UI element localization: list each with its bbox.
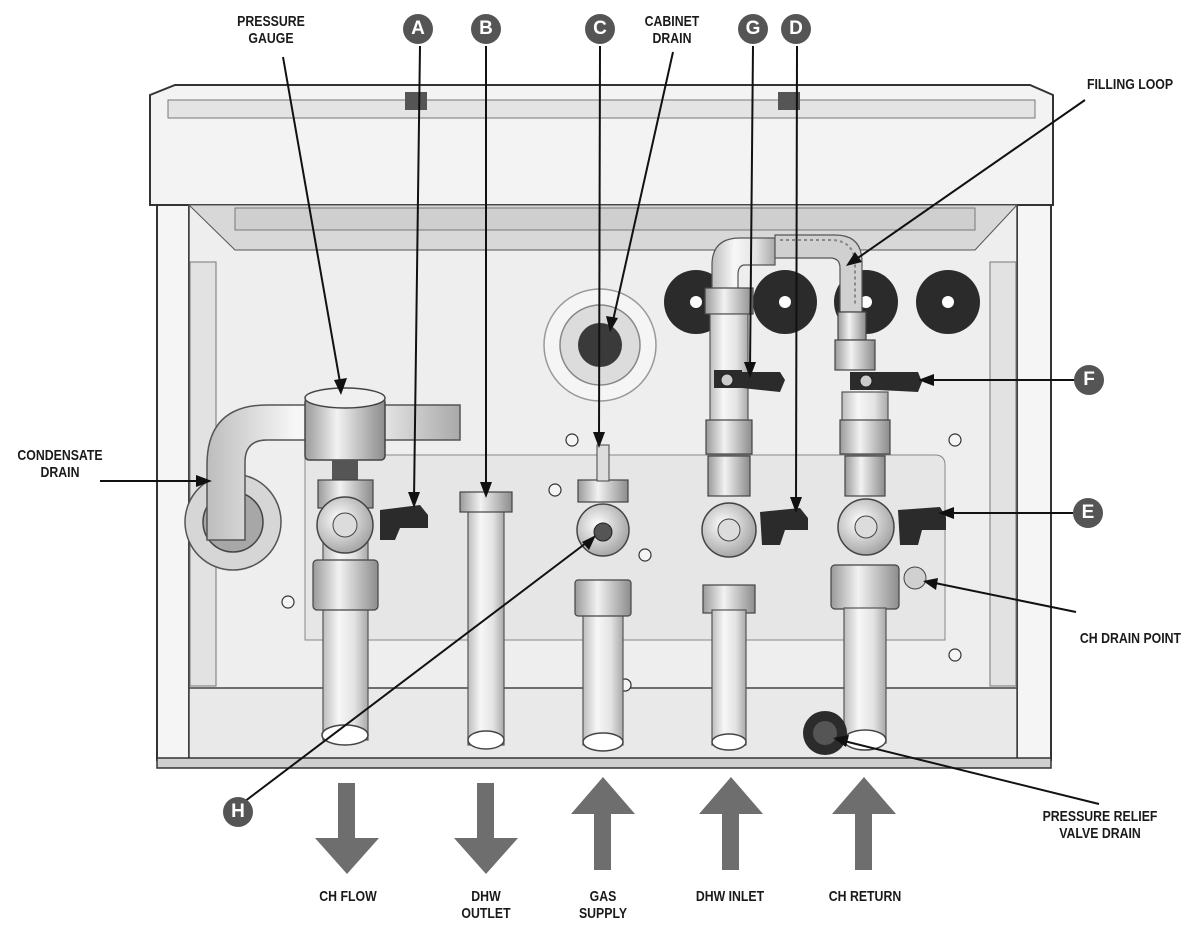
label-gas-supply: GAS SUPPLY (578, 888, 628, 922)
label-condensate-drain: CONDENSATE DRAIN (17, 447, 103, 481)
label-cabinet-drain: CABINET DRAIN (644, 13, 700, 47)
arrow-ch-flow (315, 783, 379, 874)
pipe-ch-return (830, 339, 946, 751)
pipe-dhw-outlet (459, 491, 513, 750)
arrow-dhw-outlet (454, 783, 518, 874)
label-ch-drain-point: CH DRAIN POINT (1079, 630, 1182, 647)
leader-lines (100, 45, 1100, 806)
badge-d: D (781, 14, 811, 44)
badge-a: A (403, 14, 433, 44)
flow-arrows (315, 777, 896, 874)
label-dhw-outlet: DHW OUTLET (461, 888, 511, 922)
pipe-gas-supply (574, 444, 632, 752)
arrow-dhw-inlet (699, 777, 763, 870)
label-pressure-gauge: PRESSURE GAUGE (237, 13, 305, 47)
pressure-relief-drain (803, 711, 847, 755)
label-ch-flow: CH FLOW (319, 888, 377, 905)
badge-g: G (738, 14, 768, 44)
badge-c: C (585, 14, 615, 44)
label-dhw-inlet: DHW INLET (695, 888, 765, 905)
pipe-dhw-inlet (701, 237, 808, 751)
badge-h: H (223, 797, 253, 827)
badge-e: E (1073, 498, 1103, 528)
label-pressure-relief-valve-drain: PRESSURE RELIEF VALVE DRAIN (1042, 808, 1158, 842)
arrow-ch-return (832, 777, 896, 870)
label-filling-loop: FILLING LOOP (1086, 76, 1174, 93)
label-ch-return: CH RETURN (828, 888, 902, 905)
badge-b: B (471, 14, 501, 44)
condensate-drain (184, 404, 461, 571)
badge-f: F (1074, 365, 1104, 395)
arrow-gas-supply (571, 777, 635, 870)
pressure-gauge (304, 387, 386, 482)
leader-arrowheads (196, 252, 954, 747)
pipe-ch-flow (312, 479, 428, 746)
screws (281, 433, 962, 692)
